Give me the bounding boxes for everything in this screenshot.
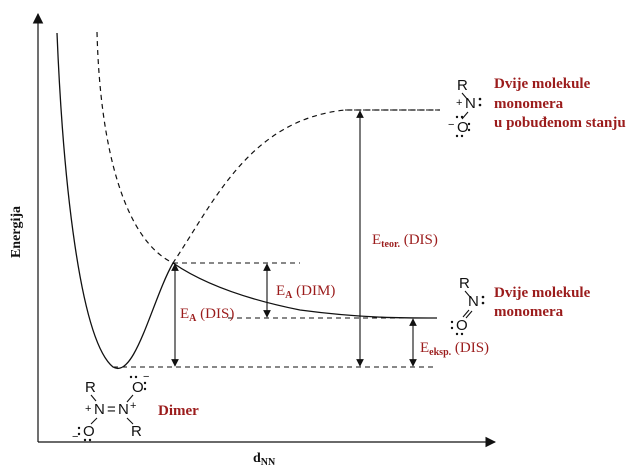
svg-text:+: + <box>85 403 91 415</box>
dimer-structure: R + N = N + O − R O − <box>72 371 149 443</box>
y-axis-label: Energija <box>9 206 24 258</box>
ground-species-line-2: monomera <box>494 304 564 320</box>
excited-monomer-structure: R + N − O <box>448 77 482 138</box>
excited-species-line-3: u pobuđenom stanju <box>494 115 626 131</box>
svg-text:−: − <box>448 119 454 131</box>
label-e-teor: Eteor. (DIS) <box>372 232 438 250</box>
ground-state-curve <box>56 32 438 370</box>
svg-text:O: O <box>457 119 469 136</box>
ground-species-line-1: Dvije molekule <box>494 285 591 301</box>
x-axis-label: dNN <box>253 451 276 468</box>
svg-text:N: N <box>94 401 105 418</box>
svg-text:O: O <box>456 317 468 334</box>
svg-text:+: + <box>456 97 462 109</box>
label-e-eksp: Eeksp. (DIS) <box>420 340 489 358</box>
svg-text:N: N <box>118 401 129 418</box>
ground-monomer-structure: R N O <box>450 275 485 336</box>
label-e-a-dim: EA (DIM) <box>276 283 335 301</box>
svg-text:R: R <box>131 423 142 440</box>
svg-text:+: + <box>130 400 136 412</box>
excited-species-line-2: monomera <box>494 96 564 112</box>
excited-state-curve <box>96 31 440 264</box>
svg-text:R: R <box>85 379 96 396</box>
svg-text:R: R <box>459 275 470 292</box>
svg-text:N: N <box>465 95 476 112</box>
svg-text:−: − <box>143 371 149 383</box>
svg-text:=: = <box>107 401 116 418</box>
svg-text:O: O <box>83 423 95 440</box>
svg-text:N: N <box>468 293 479 310</box>
label-e-a-dis: EA (DIS) <box>180 306 234 324</box>
svg-text:R: R <box>457 77 468 94</box>
svg-text:O: O <box>132 379 144 396</box>
excited-species-line-1: Dvije molekule <box>494 76 591 92</box>
svg-text:−: − <box>72 431 78 443</box>
dimer-label: Dimer <box>158 403 199 419</box>
